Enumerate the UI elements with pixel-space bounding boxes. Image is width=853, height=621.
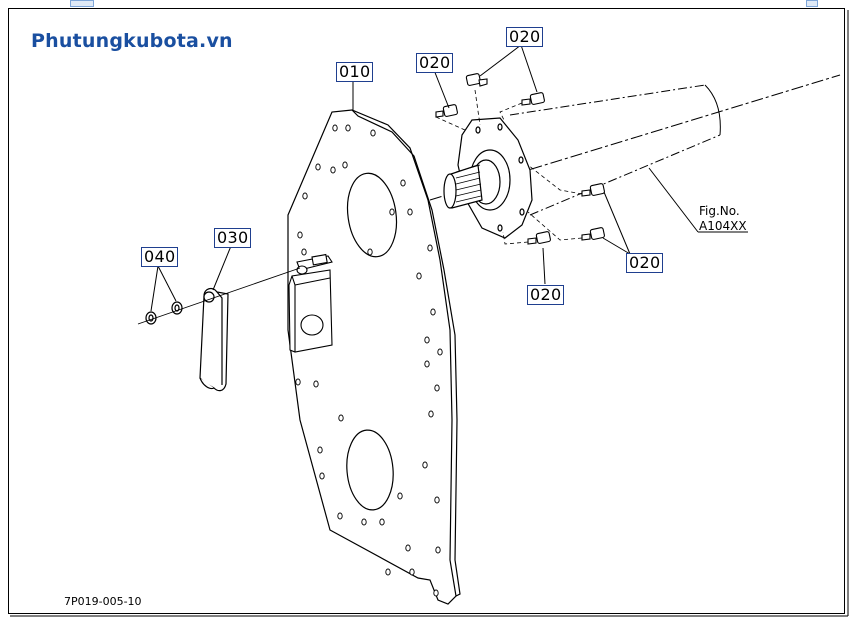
guide-block [288, 253, 333, 353]
callout-leaders [150, 44, 748, 312]
callout-020-top-left[interactable]: 020 [416, 53, 454, 73]
bolt-top-2 [521, 92, 545, 106]
bolt-top-3 [435, 104, 458, 118]
callout-010[interactable]: 010 [336, 62, 374, 82]
figure-reference-number[interactable]: A104XX [699, 219, 747, 233]
bolt-assembly-lines [435, 89, 583, 245]
frame-border [8, 8, 845, 614]
watermark: Phutungkubota.vn [31, 30, 233, 52]
toolbar-tab[interactable] [70, 0, 94, 7]
toolbar-tab-right[interactable] [806, 0, 818, 7]
bolt-right-1 [581, 183, 605, 197]
bolt-right-2 [581, 227, 605, 241]
callout-020-right[interactable]: 020 [626, 253, 664, 273]
plate-bolt-holes [295, 124, 443, 597]
lever-axis [137, 267, 301, 325]
drawing-code: 7P019-005-10 [64, 595, 142, 608]
plate-010 [287, 109, 461, 605]
callout-020-bottom[interactable]: 020 [527, 285, 565, 305]
figure-reference-label: Fig.No. [699, 204, 740, 218]
bolts-020 [435, 73, 605, 245]
callout-030[interactable]: 030 [214, 228, 252, 248]
lever-030 [199, 287, 229, 392]
flange-hub [443, 117, 533, 239]
window-top-bar [0, 0, 853, 8]
callout-020-top-right[interactable]: 020 [506, 27, 544, 47]
callout-040[interactable]: 040 [141, 247, 179, 267]
bolt-top-1 [465, 73, 488, 87]
bolt-bottom [527, 231, 551, 245]
